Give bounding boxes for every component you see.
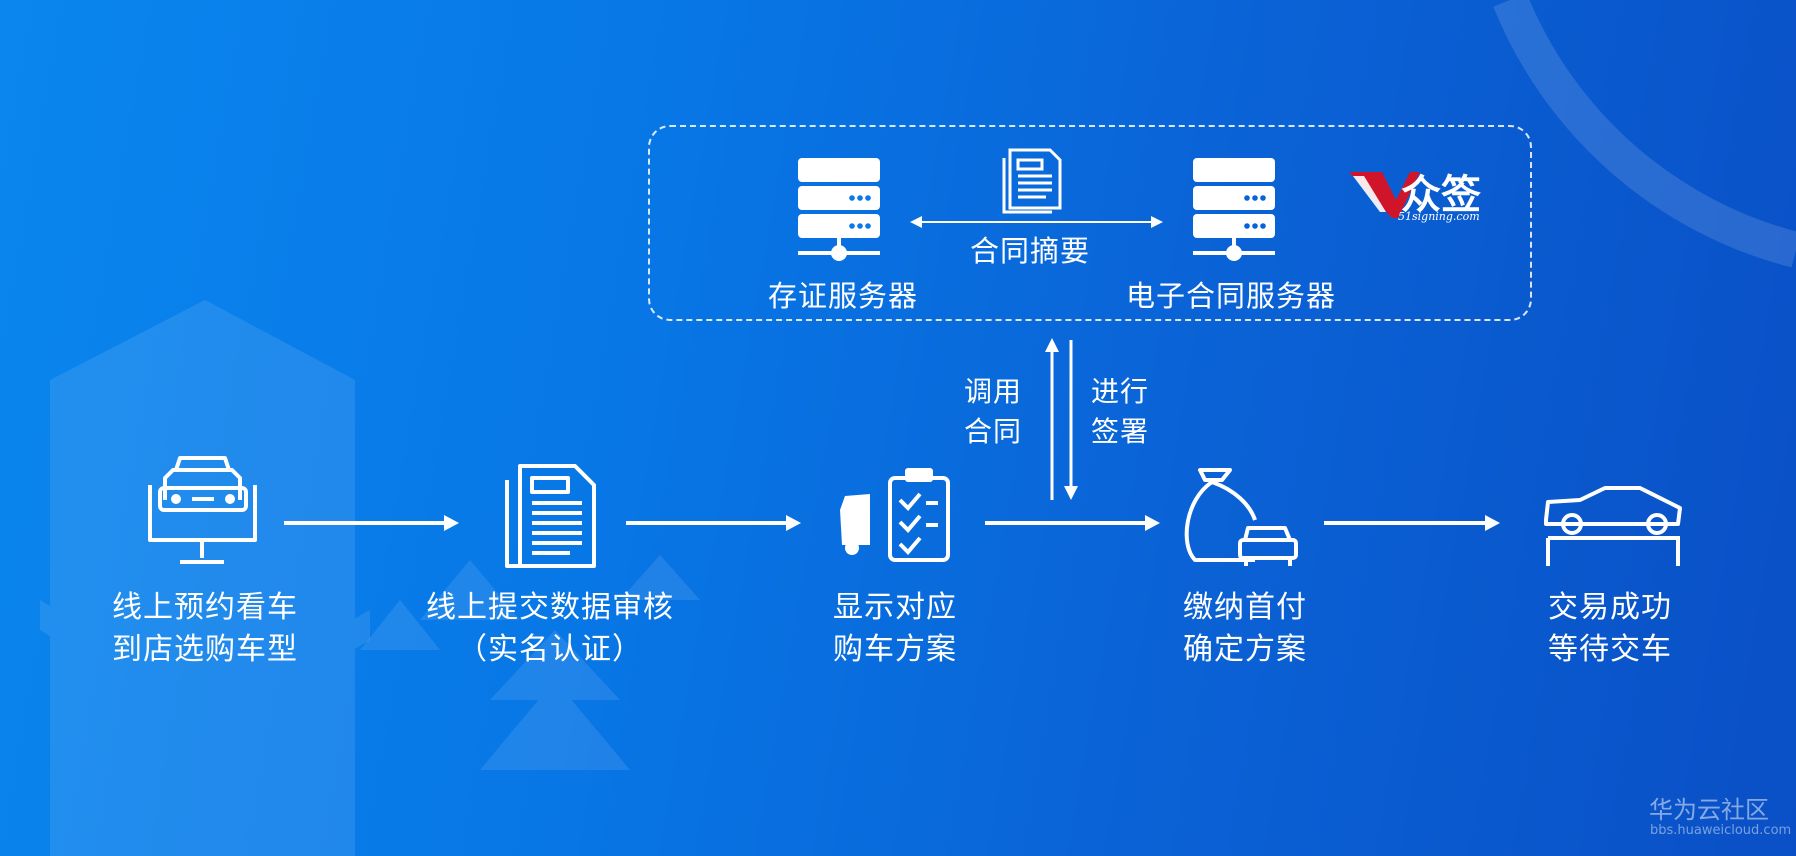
step-2-label: 线上提交数据审核 （实名认证） — [426, 590, 674, 667]
evidence-server-label: 存证服务器 — [768, 279, 919, 313]
contract-digest-label: 合同摘要 — [970, 234, 1091, 268]
decorative-arc — [1493, 0, 1796, 268]
document-icon — [505, 464, 596, 568]
zhongqian-logo-url: 51signing.com — [1398, 210, 1480, 223]
watermark-title: 华为云社区 — [1649, 796, 1769, 824]
server-icon-evidence — [798, 158, 880, 261]
building-illustration — [40, 300, 370, 856]
flow-arrow-1 — [284, 515, 459, 531]
signing-arrow — [1064, 340, 1078, 500]
watermark-url: bbs.huaweicloud.com — [1650, 823, 1792, 838]
step-5-label: 交易成功 等待交车 — [1548, 590, 1672, 667]
monitor-car-icon — [148, 456, 257, 564]
call-contract-arrow — [1045, 338, 1059, 500]
econtract-server-label: 电子合同服务器 — [1126, 279, 1337, 313]
money-bag-car-icon — [1184, 468, 1298, 566]
tree-illustration — [360, 555, 700, 770]
step-4-label: 缴纳首付 确定方案 — [1183, 590, 1307, 667]
step-3-label: 显示对应 购车方案 — [833, 590, 957, 667]
car-checklist-icon — [840, 468, 950, 562]
sports-car-icon — [1544, 486, 1682, 566]
flow-arrow-4 — [1324, 515, 1500, 531]
zhongqian-logo-text: 众签 — [1401, 171, 1481, 218]
flow-arrow-3 — [985, 515, 1160, 531]
double-arrow-icon — [910, 216, 1163, 228]
digest-document-icon — [1002, 148, 1062, 214]
zhongqian-logo-icon — [1349, 172, 1420, 218]
flow-arrow-2 — [626, 515, 801, 531]
server-icon-econtract — [1193, 158, 1275, 261]
call-contract-label: 调用 合同 — [964, 375, 1023, 448]
do-signing-label: 进行 签署 — [1091, 375, 1150, 448]
signing-services-box — [648, 125, 1532, 321]
step-1-label: 线上预约看车 到店选购车型 — [112, 590, 298, 667]
